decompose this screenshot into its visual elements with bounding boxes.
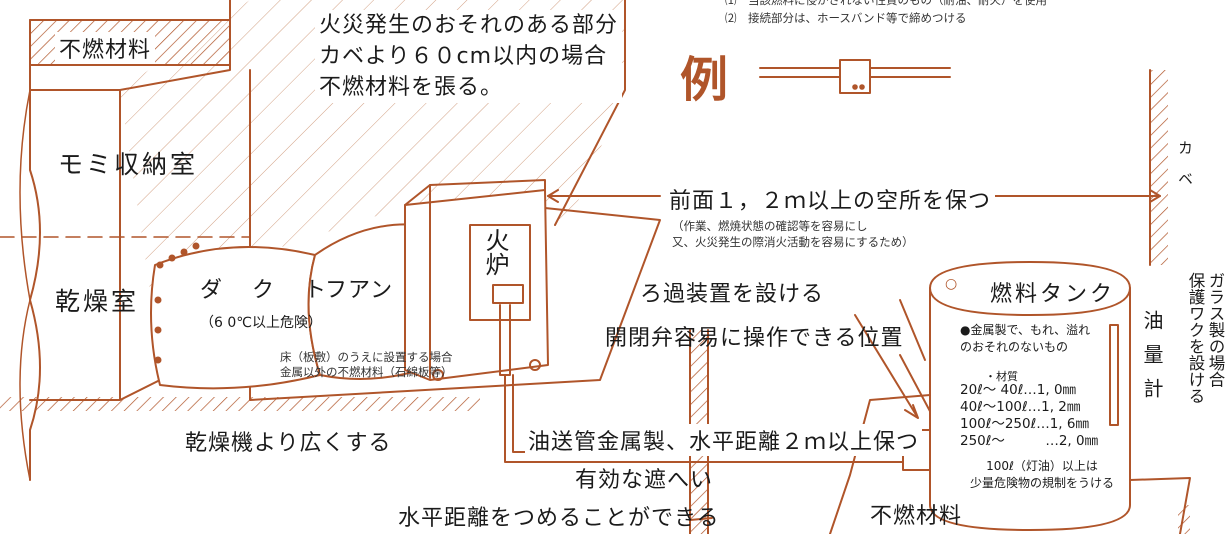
tank-body: [929, 261, 1131, 531]
floor-note: 床（板敷）のうえに設置する場合 金属以外の不燃材料（石綿板等）: [280, 350, 453, 379]
pipe-label: 油送管金属製、水平距離２ｍ以上保つ: [525, 424, 923, 456]
reduce-distance-label: 水平距離をつめることができる: [398, 506, 720, 531]
thickness-row: 20ℓ～ 40ℓ…1, 0㎜: [960, 382, 1077, 398]
furnace-label: 火炉: [481, 228, 509, 276]
drying-room-label: 乾燥室: [55, 287, 140, 316]
glass-note: ガラス製の場合 保護ワクを設ける: [1186, 272, 1225, 404]
shield-label: 有効な遮へい: [575, 468, 714, 493]
noncombustible-label: 不燃材料: [55, 32, 156, 64]
furnace-body: [404, 189, 549, 381]
thickness-row: 100ℓ～250ℓ…1, 6㎜: [960, 416, 1089, 432]
floor-strip: [0, 397, 480, 411]
example-hose: [759, 59, 951, 94]
tank-base-label: 不燃材料: [870, 504, 963, 529]
tank-title: 燃料タンク: [990, 282, 1116, 307]
tank-circle-icon: ○: [945, 276, 958, 292]
tank-regulation: 100ℓ（灯油）以上は 少量危険物の規制をうける: [970, 459, 1115, 490]
wider-than-dryer: 乾燥機より広くする: [185, 431, 392, 456]
valve-label: 開閉弁容易に操作できる位置: [605, 326, 904, 351]
oil-gauge-label: 油量計: [1140, 310, 1164, 412]
tank-thickness-table: 20ℓ～ 40ℓ…1, 0㎜ 40ℓ～100ℓ…1, 2㎜ 100ℓ～250ℓ……: [960, 382, 1098, 450]
wall-label: カベ: [1176, 140, 1194, 202]
note-1: ⑴ 当該燃料に侵かされない性質のもの（耐油、耐火）を使用: [725, 0, 1047, 7]
wall-left-side: [19, 89, 31, 481]
front-space-reason: （作業、燃焼状態の確認等を容易にし 又、火災発生の際消火活動を容易にするため）: [672, 219, 914, 249]
note-2: ⑵ 接続部分は、ホースバンド等で締めつける: [725, 11, 967, 25]
right-wall: [1150, 70, 1168, 265]
duct-label: ダ ク ト: [200, 278, 331, 303]
tank-spec-note: ●金属製で、もれ、溢れ のおそれのないもの: [960, 323, 1091, 354]
storage-room-label: モミ収納室: [58, 150, 199, 179]
fire-risk-note: 火災発生のおそれのある部分 カベより６０cm以内の場合 不燃材料を張る。: [315, 10, 623, 103]
front-space-label: 前面１，２ｍ以上の空所を保つ: [665, 183, 996, 215]
duct-warning: （6 0℃以上危険）: [200, 315, 322, 331]
tank-thickness-title: ・材質: [985, 370, 1018, 383]
thickness-row: 40ℓ～100ℓ…1, 2㎜: [960, 399, 1081, 415]
fan-label: フアン: [325, 278, 394, 303]
filter-label: ろ過装置を設ける: [640, 282, 825, 307]
thickness-row: 250ℓ～ …2, 0㎜: [960, 433, 1099, 449]
example-label: 例: [680, 52, 729, 108]
oil-gauge-tube: [1109, 324, 1119, 426]
